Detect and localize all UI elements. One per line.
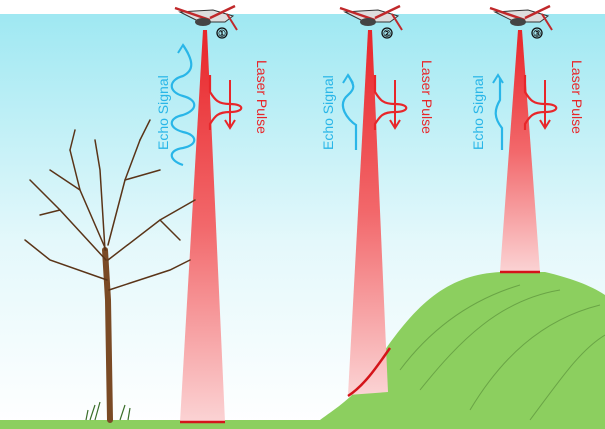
station-1: ① Echo Signal Laser Pulse — [155, 4, 270, 167]
echo-signal-label: Echo Signal — [155, 75, 171, 150]
aircraft-icon — [174, 4, 238, 31]
laser-pulse-wave — [373, 75, 408, 130]
footprint-2 — [347, 347, 392, 398]
grass — [85, 401, 131, 421]
laser-beam-2 — [348, 30, 388, 395]
echo-arrow-icon — [342, 73, 354, 84]
laser-arrow-icon — [224, 80, 236, 130]
aircraft-icon — [489, 4, 553, 31]
laser-arrow-icon — [539, 80, 551, 130]
hill-contours — [399, 284, 605, 421]
station-number-badge — [381, 27, 393, 39]
station-2: ② Echo Signal Laser Pulse — [320, 4, 435, 150]
echo-signal-label: Echo Signal — [320, 75, 336, 150]
station-number-badge — [531, 27, 543, 39]
laser-pulse-wave — [523, 75, 558, 130]
laser-pulse-label: Laser Pulse — [419, 60, 435, 134]
laser-pulse-label: Laser Pulse — [254, 60, 270, 134]
aircraft-icon — [339, 4, 403, 31]
laser-beam-1 — [180, 30, 225, 422]
echo-signal-wave — [494, 78, 504, 150]
echo-arrow-icon — [177, 43, 189, 54]
laser-pulse-wave — [208, 75, 243, 130]
station-number: ① — [218, 29, 226, 39]
echo-signal-wave — [170, 44, 196, 167]
ground — [0, 272, 605, 429]
laser-beam-3 — [500, 30, 540, 272]
laser-pulse-label: Laser Pulse — [569, 60, 585, 134]
laser-arrow-icon — [389, 80, 401, 130]
station-number-badge — [216, 27, 228, 39]
station-number: ③ — [533, 29, 541, 39]
station-3: ③ Echo Signal Laser Pulse — [470, 4, 585, 150]
station-number: ② — [383, 29, 391, 39]
tree — [24, 119, 196, 423]
echo-arrow-icon — [492, 73, 504, 84]
echo-signal-label: Echo Signal — [470, 75, 486, 150]
